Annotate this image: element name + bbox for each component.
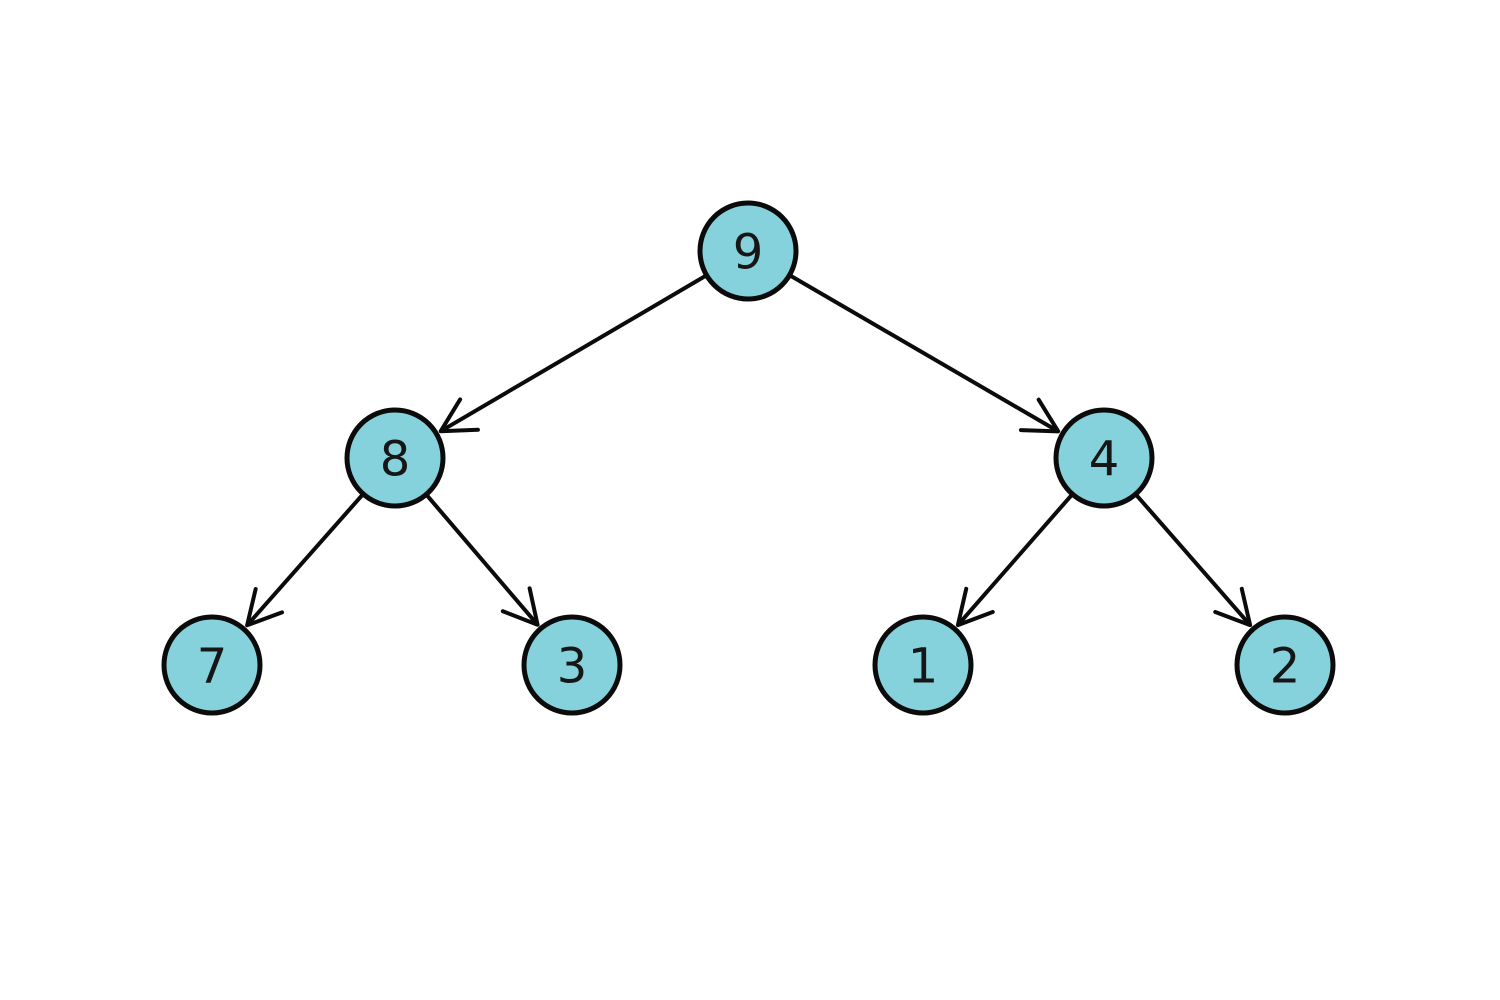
- tree-node-label: 3: [557, 638, 588, 694]
- tree-node-circle: [697, 200, 799, 302]
- tree-node-circle: [161, 614, 263, 716]
- tree-node-4: 4: [1053, 407, 1155, 509]
- tree-node-7: 7: [161, 614, 263, 716]
- tree-node-9: 9: [697, 200, 799, 302]
- tree-node-2: 2: [1234, 614, 1336, 716]
- tree-node-circle: [1234, 614, 1336, 716]
- tree-node-label: 1: [908, 638, 939, 694]
- tree-edge-n9-n8: [438, 273, 708, 434]
- tree-node-label: 9: [733, 224, 764, 280]
- tree-node-circle: [344, 407, 446, 509]
- tree-edge-n8-n3: [424, 493, 540, 627]
- tree-node-circle: [872, 614, 974, 716]
- tree-edge-n4-n1: [955, 492, 1074, 628]
- tree-node-3: 3: [521, 614, 623, 716]
- tree-edge-n8-n7: [245, 492, 365, 628]
- tree-node-8: 8: [344, 407, 446, 509]
- tree-node-circle: [521, 614, 623, 716]
- tree-node-label: 4: [1089, 431, 1120, 487]
- tree-edge-n4-n2: [1134, 492, 1253, 628]
- tree-edge-n9-n4: [788, 273, 1061, 434]
- tree-node-label: 7: [197, 638, 228, 694]
- tree-node-label: 2: [1270, 638, 1301, 694]
- tree-node-circle: [1053, 407, 1155, 509]
- tree-node-1: 1: [872, 614, 974, 716]
- tree-node-label: 8: [380, 431, 411, 487]
